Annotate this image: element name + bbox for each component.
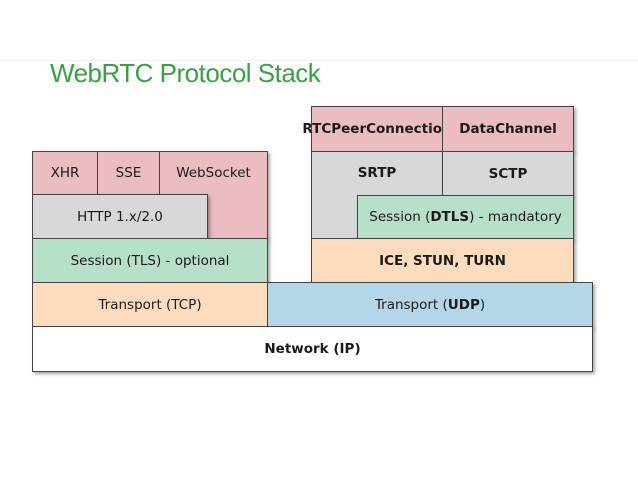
header-divider xyxy=(0,60,638,61)
session-dtls-prefix: Session ( xyxy=(369,209,431,225)
http-block: HTTP 1.x/2.0 xyxy=(32,194,208,239)
websocket-label: WebSocket xyxy=(176,165,251,181)
session-dtls-label: Session (DTLS) - mandatory xyxy=(369,209,561,225)
datachannel-label: DataChannel xyxy=(459,121,557,137)
ice-stun-turn-block: ICE, STUN, TURN xyxy=(311,238,574,283)
sctp-block: SCTP xyxy=(442,151,574,196)
session-dtls-block: Session (DTLS) - mandatory xyxy=(357,195,574,239)
xhr-block: XHR xyxy=(32,151,98,195)
transport-udp-suffix: ) xyxy=(479,296,486,313)
session-tls-block: Session (TLS) - optional xyxy=(32,238,268,283)
ice-stun-turn-label: ICE, STUN, TURN xyxy=(379,252,506,269)
http-label: HTTP 1.x/2.0 xyxy=(77,208,163,225)
sctp-label: SCTP xyxy=(488,165,528,182)
slide-title: WebRTC Protocol Stack xyxy=(50,58,321,88)
network-ip-label: Network (IP) xyxy=(264,341,361,357)
transport-tcp-label: Transport (TCP) xyxy=(98,296,202,313)
xhr-label: XHR xyxy=(50,165,80,181)
transport-tcp-block: Transport (TCP) xyxy=(32,282,268,327)
rtcpeerconnection-label: RTCPeerConnection xyxy=(302,121,452,137)
network-ip-block: Network (IP) xyxy=(32,326,593,372)
transport-udp-label: Transport (UDP) xyxy=(375,297,485,313)
srtp-label: SRTP xyxy=(357,165,397,181)
transport-udp-bold: UDP xyxy=(447,296,480,313)
sse-block: SSE xyxy=(97,151,160,195)
session-dtls-suffix: ) - mandatory xyxy=(469,209,562,225)
session-tls-label: Session (TLS) - optional xyxy=(70,252,230,269)
transport-udp-prefix: Transport ( xyxy=(374,296,448,313)
transport-udp-block: Transport (UDP) xyxy=(267,282,593,327)
sse-label: SSE xyxy=(115,165,142,181)
session-dtls-bold: DTLS xyxy=(430,209,470,225)
datachannel-block: DataChannel xyxy=(442,106,574,152)
rtcpeerconnection-block: RTCPeerConnection xyxy=(302,106,452,152)
